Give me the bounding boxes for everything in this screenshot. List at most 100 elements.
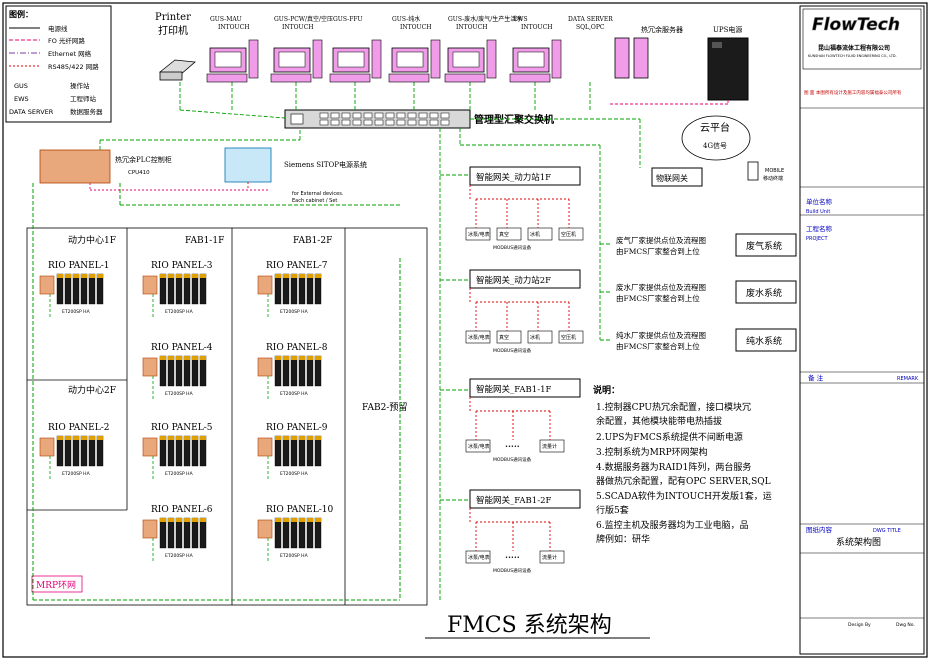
io-module-top: [89, 274, 95, 278]
io-module-top: [160, 518, 166, 522]
ethernet-link: [179, 109, 286, 119]
note-line: 行版5套: [596, 504, 629, 516]
io-module-top: [192, 436, 198, 440]
io-module-icon: [72, 273, 80, 305]
io-module-icon: [314, 435, 322, 467]
switch-port: [319, 112, 329, 119]
workstation-label-2: SQL,OPC: [576, 24, 605, 31]
note-line: 6.监控主机及服务器均为工业电脑，品: [596, 519, 749, 531]
workstation-label-1: GUS-FFU: [333, 16, 363, 23]
unit-name-label-en: Build Unit: [806, 209, 830, 215]
gateway-box: [469, 269, 581, 289]
sitop-power: Siemens SITOP电源系统 for External devices. …: [224, 147, 367, 204]
workstation-label-2: INTOUCH: [218, 24, 249, 31]
io-module-top: [283, 274, 289, 278]
io-module-icon: [191, 435, 199, 467]
io-module-top: [176, 436, 182, 440]
switch-port: [429, 119, 439, 126]
io-module-top: [307, 356, 313, 360]
io-module-top: [176, 356, 182, 360]
drawing-title: FMCS 系统架构: [447, 613, 612, 638]
io-module-top: [200, 436, 206, 440]
io-module-icon: [306, 355, 314, 387]
io-module-top: [299, 274, 305, 278]
io-module-icon: [175, 517, 183, 549]
io-module-top: [176, 274, 182, 278]
legend-item-fiber: FO 光纤网路: [48, 36, 85, 45]
switch-port: [440, 112, 450, 119]
rio-panel-model: ET200SP HA: [165, 471, 194, 477]
vendor-system-name: 废水系统: [746, 287, 782, 299]
io-module-top: [299, 356, 305, 360]
legend-title: 图例：: [9, 9, 33, 19]
workstation-label-1: GUS-纯水: [392, 15, 420, 23]
io-module-top: [275, 274, 281, 278]
legend-desc-ews: 工程师站: [70, 94, 97, 103]
io-module-icon: [88, 435, 96, 467]
field-device-box: [465, 227, 491, 241]
ups-label: UPS电源: [713, 25, 742, 34]
io-module-top: [299, 436, 305, 440]
server-tower-icon: [614, 37, 630, 79]
modbus-label: MODBUS通讯设备: [493, 347, 532, 354]
field-device-box: [465, 330, 491, 344]
field-device-label: •••••: [505, 555, 520, 561]
io-module-icon: [199, 517, 207, 549]
io-module-icon: [314, 273, 322, 305]
legend-item-data-server: DATA SERVER: [9, 108, 54, 116]
io-module-icon: [159, 517, 167, 549]
zone-label: 动力中心1F: [68, 234, 116, 246]
rio-panel-name: RIO PANEL-5: [151, 423, 213, 433]
io-module-icon: [274, 435, 282, 467]
vendor-note-1: 纯水厂家提供点位及流程图: [616, 330, 706, 340]
io-module-top: [283, 356, 289, 360]
vendor-system: 废气厂家提供点位及流程图由FMCS厂家整合到上位废气系统: [616, 233, 797, 257]
io-module-top: [275, 518, 281, 522]
field-device-box: [539, 550, 565, 564]
interface-module-icon: [257, 437, 273, 457]
drawing-name: 系统架构图: [836, 536, 881, 548]
field-device-label: 冰泵/电表: [468, 443, 490, 450]
vendor-system-name: 废气系统: [746, 240, 782, 252]
field-device-label: 空压机: [561, 231, 576, 238]
rio-panel-name: RIO PANEL-3: [151, 261, 213, 271]
rio-panel-model: ET200SP HA: [62, 309, 91, 315]
io-module-top: [160, 436, 166, 440]
zone-label: 动力中心2F: [68, 384, 116, 396]
printer-label-cn: 打印机: [158, 24, 188, 37]
workstation-label-1: GUS-MAU: [210, 16, 242, 23]
io-module-icon: [282, 355, 290, 387]
io-module-top: [192, 518, 198, 522]
note-line: 1.控制器CPU热冗余配置，接口模块冗: [596, 401, 751, 413]
switch-port: [396, 112, 406, 119]
io-module-icon: [306, 435, 314, 467]
io-module-icon: [183, 355, 191, 387]
io-module-icon: [159, 435, 167, 467]
io-module-icon: [56, 435, 64, 467]
field-device-box: [496, 227, 522, 241]
design-by-label: Design By: [848, 622, 871, 628]
vendor-system-box: [735, 328, 797, 352]
printer-icon: [159, 59, 196, 81]
io-module-icon: [159, 273, 167, 305]
io-module-icon: [290, 355, 298, 387]
interface-module-icon: [142, 437, 158, 457]
io-module-top: [65, 436, 71, 440]
ups: UPS电源: [707, 25, 749, 101]
io-module-icon: [56, 273, 64, 305]
field-device-label: •••••: [505, 444, 520, 450]
pc-tower-icon: [371, 39, 382, 79]
switch-port: [352, 112, 362, 119]
workstation-label-1: GUS-废水/废气/生产生活水: [448, 15, 522, 23]
io-module-icon: [298, 355, 306, 387]
company-logo: FlowTech: [812, 15, 900, 35]
io-module-icon: [159, 355, 167, 387]
rio-panel-name: RIO PANEL-7: [266, 261, 328, 271]
